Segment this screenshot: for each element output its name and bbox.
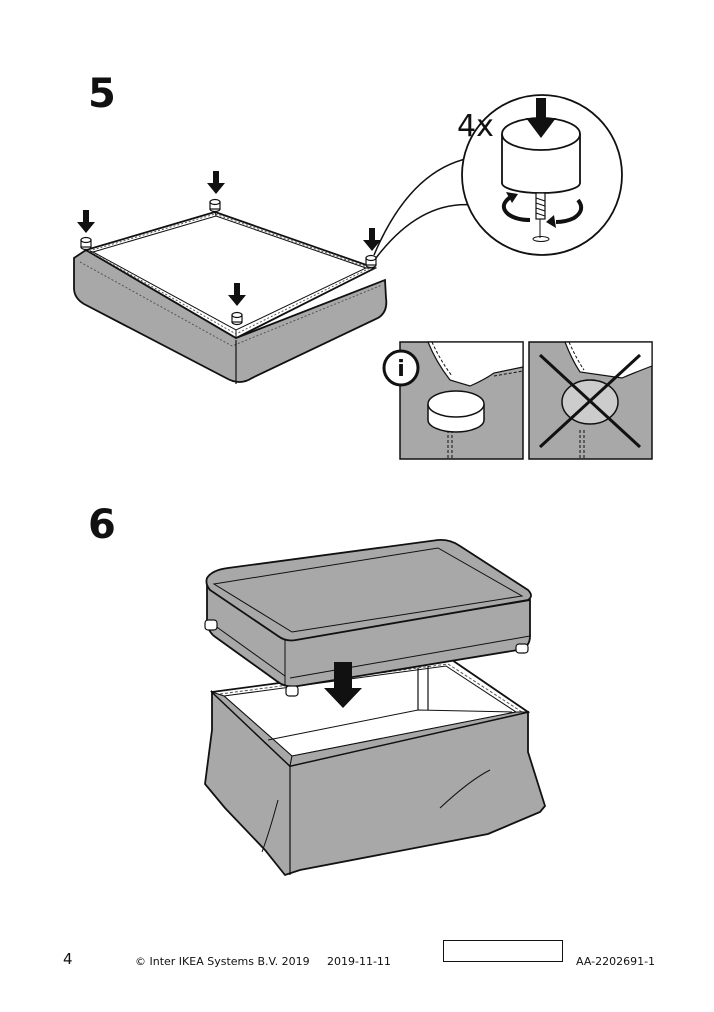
down-arrow-icons (77, 171, 381, 306)
ottoman-base (73, 211, 388, 384)
down-arrow-icon (324, 662, 362, 708)
glide-foot (80, 236, 92, 251)
info-panel-incorrect (528, 341, 653, 460)
copyright-text: © Inter IKEA Systems B.V. 2019 (135, 955, 310, 968)
rotate-arrow-icon (501, 194, 531, 222)
glide-foot (209, 198, 221, 213)
ottoman-cushion (204, 538, 532, 697)
quantity-label: 4x (457, 109, 494, 144)
step-6-number: 6 (88, 502, 116, 548)
zoom-callout: 4x (373, 94, 623, 259)
glide-foot (231, 311, 243, 326)
ottoman-skirt (204, 659, 547, 877)
down-arrow-icon (526, 98, 556, 138)
page-number: 4 (63, 950, 73, 968)
step-5-illustration: 4x i (73, 94, 653, 460)
info-panel-correct: i (382, 341, 524, 460)
document-id: AA-2202691-1 (576, 955, 656, 968)
glide-foot (365, 254, 377, 269)
info-icon: i (382, 349, 420, 387)
cross-icon (538, 353, 642, 449)
date-text: 2019-11-11 (327, 955, 391, 968)
down-arrow-icon (363, 228, 381, 251)
down-arrow-icon (77, 210, 95, 233)
step-5-number: 5 (88, 71, 116, 117)
down-arrow-icon (207, 171, 225, 194)
glide-feet (80, 198, 377, 326)
blank-box (443, 940, 563, 962)
rotate-arrow-icon (555, 198, 584, 224)
svg-text:i: i (397, 357, 405, 382)
down-arrow-icon (228, 283, 246, 306)
step-6-illustration (204, 538, 547, 877)
